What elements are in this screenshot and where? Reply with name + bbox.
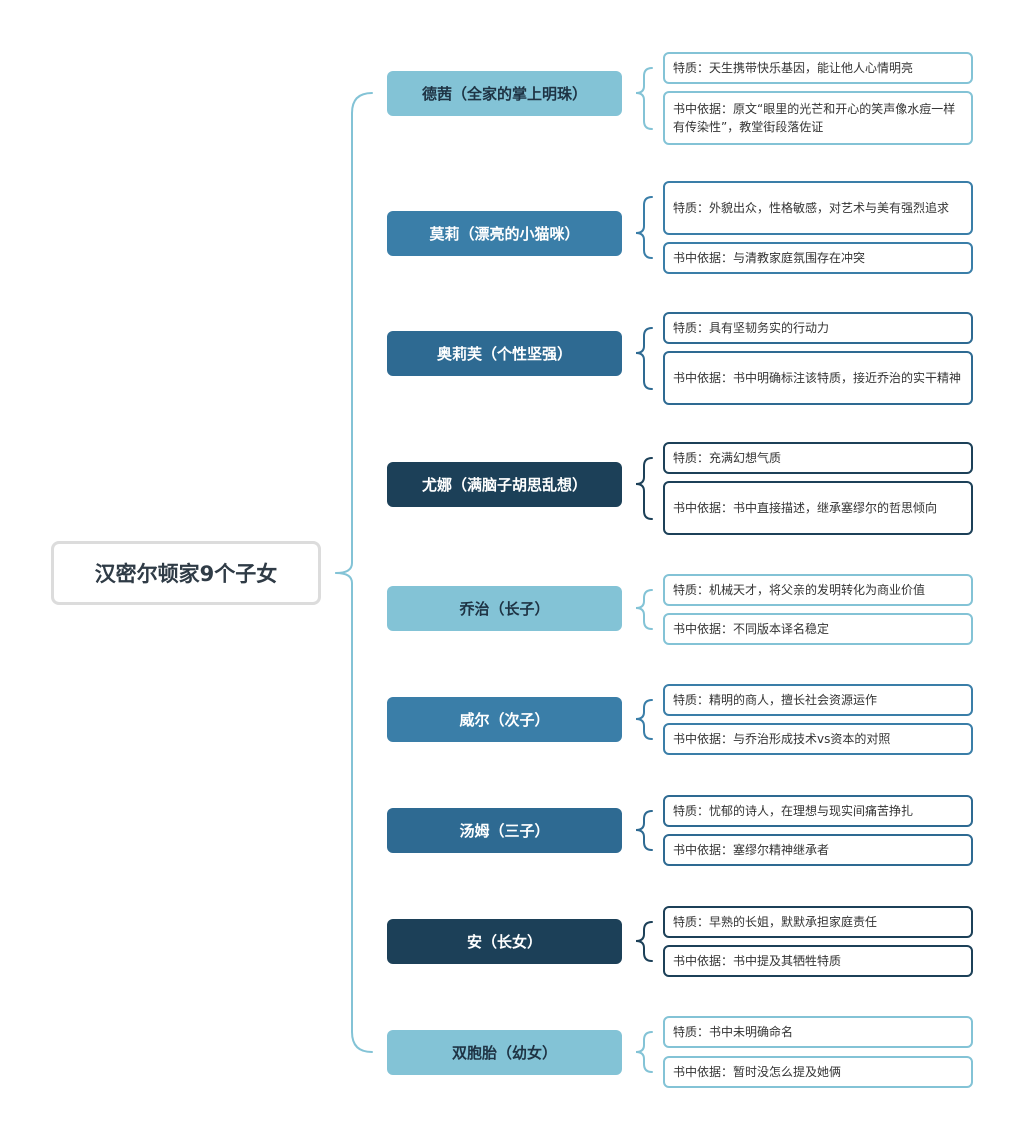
- child-node-label: 乔治（长子）: [459, 600, 550, 618]
- root-node-label: 汉密尔顿家9个子女: [94, 562, 278, 586]
- trait-box-text: 特质：精明的商人，擅长社会资源运作: [673, 693, 878, 707]
- child-detail-brace: [635, 67, 653, 130]
- child-node-label: 尤娜（满脑子胡思乱想）: [421, 476, 587, 494]
- trait-box-text: 特质：书中未明确命名: [673, 1025, 794, 1039]
- evidence-box[interactable]: 书中依据：书中明确标注该特质，接近乔治的实干精神: [663, 351, 973, 405]
- trait-box-text: 特质：具有坚韧务实的行动力: [673, 321, 830, 335]
- child-detail-brace: [635, 1031, 653, 1073]
- child-node-label: 奥莉芙（个性坚强）: [436, 345, 572, 363]
- child-detail-brace: [635, 457, 653, 520]
- trait-box[interactable]: 特质：外貌出众，性格敏感，对艺术与美有强烈追求: [663, 181, 973, 235]
- child-detail-brace: [635, 810, 653, 851]
- evidence-box[interactable]: 书中依据：不同版本译名稳定: [663, 613, 973, 645]
- child-node[interactable]: 尤娜（满脑子胡思乱想）: [387, 462, 622, 507]
- child-node[interactable]: 德茜（全家的掌上明珠）: [387, 71, 622, 116]
- trait-box-text: 特质：早熟的长姐，默默承担家庭责任: [673, 915, 878, 929]
- child-detail-brace: [635, 327, 653, 390]
- child-node[interactable]: 安（长女）: [387, 919, 622, 964]
- child-node[interactable]: 威尔（次子）: [387, 697, 622, 742]
- trait-box-text: 特质：机械天才，将父亲的发明转化为商业价值: [673, 583, 926, 597]
- evidence-box[interactable]: 书中依据：原文“眼里的光芒和开心的笑声像水痘一样有传染性”，教堂街段落佐证: [663, 91, 973, 145]
- evidence-box[interactable]: 书中依据：与乔治形成技术vs资本的对照: [663, 723, 973, 755]
- child-node[interactable]: 奥莉芙（个性坚强）: [387, 331, 622, 376]
- child-node[interactable]: 汤姆（三子）: [387, 808, 622, 853]
- evidence-box-text: 书中依据：书中提及其牺牲特质: [673, 954, 842, 968]
- evidence-box-text: 书中依据：暂时没怎么提及她俩: [673, 1065, 842, 1079]
- evidence-box-text: 书中依据：书中明确标注该特质，接近乔治的实干精神: [673, 371, 962, 385]
- evidence-box[interactable]: 书中依据：暂时没怎么提及她俩: [663, 1056, 973, 1088]
- trait-box[interactable]: 特质：书中未明确命名: [663, 1016, 973, 1048]
- root-bracket-upper: [335, 92, 373, 574]
- evidence-box[interactable]: 书中依据：书中提及其牺牲特质: [663, 945, 973, 977]
- evidence-box[interactable]: 书中依据：书中直接描述，继承塞缪尔的哲思倾向: [663, 481, 973, 535]
- trait-box[interactable]: 特质：天生携带快乐基因，能让他人心情明亮: [663, 52, 973, 84]
- child-node-label: 安（长女）: [466, 933, 542, 951]
- trait-box-text: 特质：外貌出众，性格敏感，对艺术与美有强烈追求: [673, 201, 950, 215]
- evidence-box-text: 书中依据：不同版本译名稳定: [673, 622, 830, 636]
- child-node-label: 威尔（次子）: [459, 711, 550, 729]
- child-detail-brace: [635, 921, 653, 962]
- trait-box[interactable]: 特质：充满幻想气质: [663, 442, 973, 474]
- child-node-label: 双胞胎（幼女）: [451, 1044, 557, 1062]
- child-node[interactable]: 乔治（长子）: [387, 586, 622, 631]
- evidence-box[interactable]: 书中依据：塞缪尔精神继承者: [663, 834, 973, 866]
- child-detail-brace: [635, 589, 653, 630]
- child-node-label: 德茜（全家的掌上明珠）: [421, 85, 587, 103]
- trait-box[interactable]: 特质：精明的商人，擅长社会资源运作: [663, 684, 973, 716]
- trait-box-text: 特质：充满幻想气质: [673, 451, 782, 465]
- evidence-box[interactable]: 书中依据：与清教家庭氛围存在冲突: [663, 242, 973, 274]
- child-node[interactable]: 莫莉（漂亮的小猫咪）: [387, 211, 622, 256]
- root-bracket-lower: [335, 572, 373, 1053]
- child-node-label: 莫莉（漂亮的小猫咪）: [429, 225, 580, 243]
- root-node[interactable]: 汉密尔顿家9个子女: [51, 541, 321, 605]
- trait-box[interactable]: 特质：机械天才，将父亲的发明转化为商业价值: [663, 574, 973, 606]
- child-node-label: 汤姆（三子）: [459, 822, 550, 840]
- trait-box-text: 特质：忧郁的诗人，在理想与现实间痛苦挣扎: [673, 804, 914, 818]
- trait-box[interactable]: 特质：忧郁的诗人，在理想与现实间痛苦挣扎: [663, 795, 973, 827]
- trait-box[interactable]: 特质：早熟的长姐，默默承担家庭责任: [663, 906, 973, 938]
- trait-box[interactable]: 特质：具有坚韧务实的行动力: [663, 312, 973, 344]
- evidence-box-text: 书中依据：书中直接描述，继承塞缪尔的哲思倾向: [673, 501, 938, 515]
- child-node[interactable]: 双胞胎（幼女）: [387, 1030, 622, 1075]
- evidence-box-text: 书中依据：与乔治形成技术vs资本的对照: [673, 732, 891, 746]
- trait-box-text: 特质：天生携带快乐基因，能让他人心情明亮: [673, 61, 914, 75]
- evidence-box-text: 书中依据：原文“眼里的光芒和开心的笑声像水痘一样有传染性”，教堂街段落佐证: [673, 102, 956, 134]
- child-detail-brace: [635, 699, 653, 740]
- child-detail-brace: [635, 196, 653, 259]
- evidence-box-text: 书中依据：塞缪尔精神继承者: [673, 843, 830, 857]
- evidence-box-text: 书中依据：与清教家庭氛围存在冲突: [673, 251, 866, 265]
